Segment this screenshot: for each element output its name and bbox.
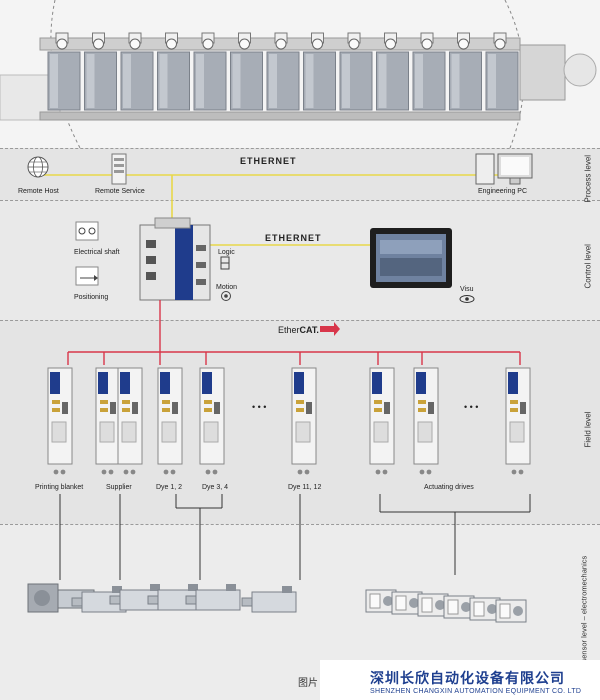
remote-service-label: Remote Service (95, 188, 145, 195)
engineering-pc-icon (475, 153, 533, 185)
company-name-cn: 深圳长欣自动化设备有限公司 (370, 671, 565, 687)
actuating-drives-label: Actuating drives (424, 484, 474, 491)
globe-icon (27, 156, 49, 178)
ethercat-lines (67, 300, 521, 365)
printing-unit (339, 32, 373, 111)
dye-3-4-label: Dye 3, 4 (202, 484, 229, 491)
divider (0, 320, 600, 321)
compact-motor (495, 599, 527, 623)
process-level-label: Process level (583, 154, 593, 203)
servo-drive (505, 367, 531, 475)
group-brackets (175, 494, 531, 513)
printing-unit (84, 32, 117, 111)
printing-unit (449, 32, 482, 111)
servo-drive (117, 367, 143, 475)
servo-drive (291, 367, 317, 475)
servo-drive (157, 367, 183, 475)
remote-host-label: Remote Host (18, 188, 59, 195)
servo-motor (147, 584, 203, 611)
printing-unit (120, 32, 154, 111)
compact-motor (417, 593, 449, 617)
motion-label: Motion (216, 284, 238, 291)
dye-1-2-label: Dye 1, 2 (156, 484, 183, 491)
divider (0, 148, 600, 149)
motion-icon (221, 291, 231, 301)
servo-motor (241, 586, 297, 613)
electrical-shaft-label: Electrical shaft (74, 249, 120, 256)
controller-icon (139, 217, 211, 301)
ethernet-label: ETHERNET (265, 233, 322, 243)
ellipsis: • • • (252, 402, 267, 412)
logic-label: Logic (218, 249, 235, 256)
printing-unit (485, 32, 519, 111)
compact-motor (443, 595, 475, 619)
printing-unit (412, 32, 446, 111)
company-name-en: SHENZHEN CHANGXIN AUTOMATION EQUIPMENT C… (370, 688, 582, 695)
ethercat-label: EtherCAT. (278, 325, 319, 335)
printing-unit (303, 32, 336, 111)
positioning-label: Positioning (74, 294, 109, 301)
hmi-panel-icon (370, 228, 452, 288)
logic-icon (220, 256, 230, 270)
printing-unit (157, 32, 190, 111)
compact-motor (365, 589, 397, 613)
image-caption: 图片 (298, 678, 318, 689)
electrical-shaft-icon (75, 221, 99, 241)
printing-unit (376, 32, 409, 111)
divider (0, 200, 600, 201)
servo-drive (413, 367, 439, 475)
eye-icon (459, 295, 475, 303)
printing-unit (193, 32, 227, 111)
footer-logo-area (320, 660, 600, 700)
compact-motor (469, 597, 501, 621)
dye-11-12-label: Dye 11, 12 (288, 484, 322, 491)
servo-drive (47, 367, 73, 475)
network-switch-icon (111, 153, 127, 185)
positioning-icon (75, 266, 99, 286)
servo-drive (95, 367, 121, 475)
servo-motor (109, 584, 165, 611)
printing-blanket-label: Printing blanket (35, 484, 84, 491)
supplier-label: Supplier (106, 484, 132, 491)
field-level-label: Field level (583, 411, 593, 448)
control-level-band (0, 200, 600, 320)
servo-motor (185, 584, 241, 611)
servo-drive (199, 367, 225, 475)
motor-connections (59, 494, 456, 580)
ellipsis: • • • (464, 402, 479, 412)
printing-machine (0, 0, 597, 149)
printing-unit (266, 32, 300, 111)
ethercat-arrow-icon (320, 322, 340, 336)
visu-label: Visu (460, 286, 474, 293)
servo-drive (369, 367, 395, 475)
engineering-pc-label: Engineering PC (478, 188, 528, 195)
ethernet-label: ETHERNET (240, 156, 297, 166)
control-level-label: Control level (583, 244, 593, 289)
printing-unit (230, 32, 263, 111)
printing-unit (47, 32, 81, 111)
compact-motor (391, 591, 423, 615)
